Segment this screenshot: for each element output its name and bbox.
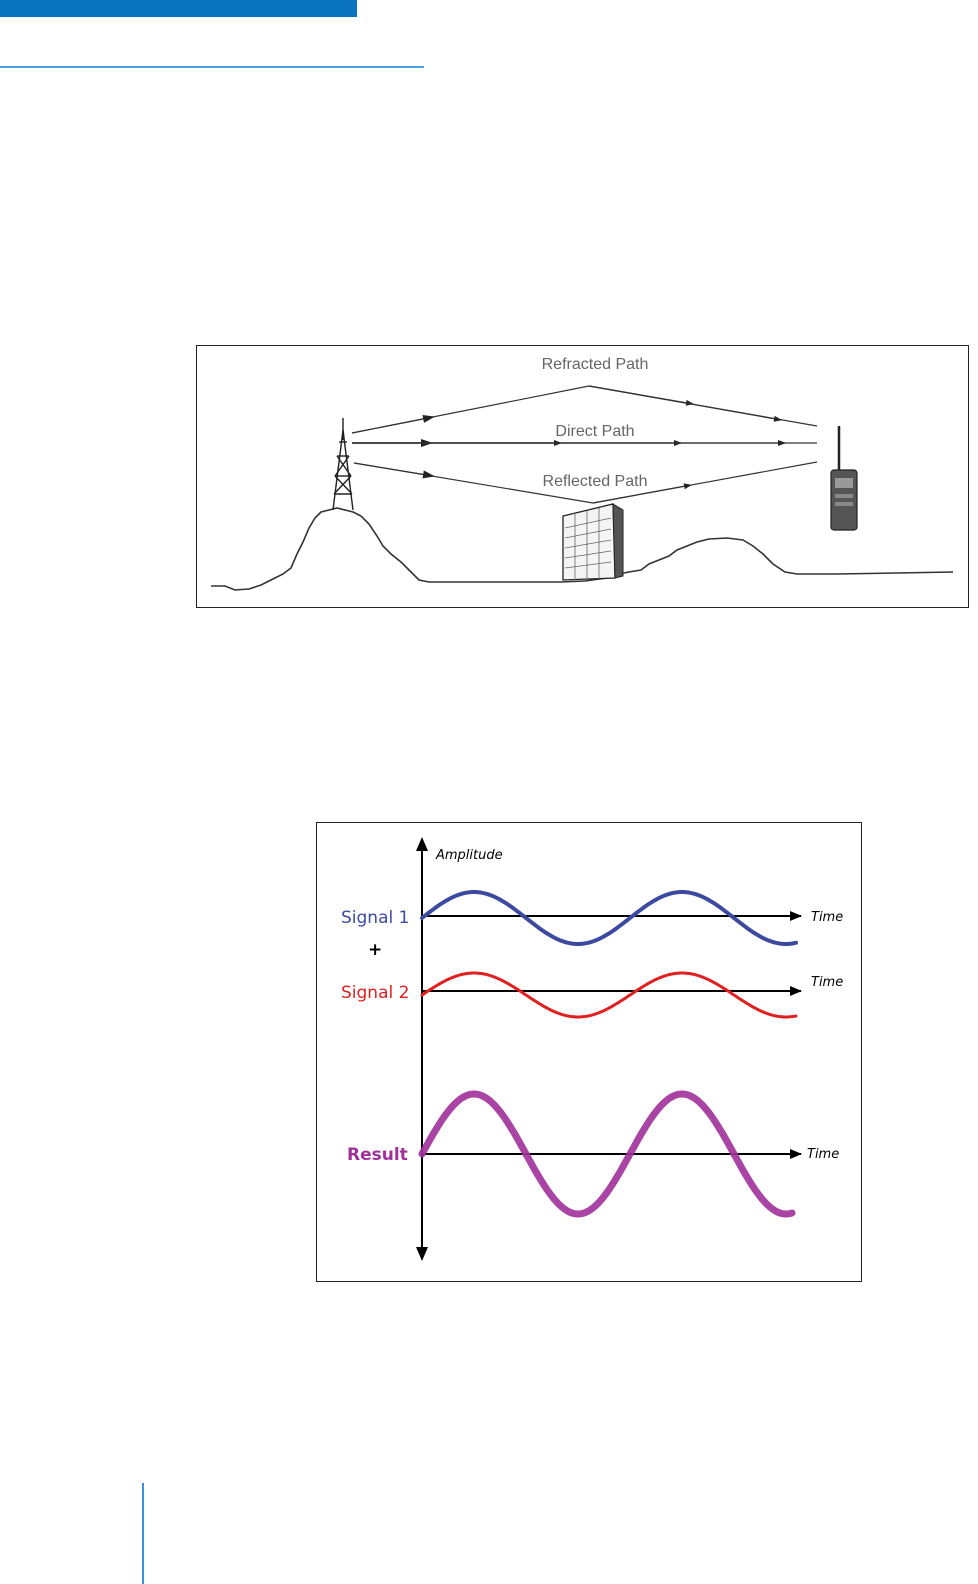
building-icon <box>563 504 623 580</box>
header-rule <box>0 66 424 68</box>
amplitude-axis-arrow-up <box>416 837 428 851</box>
amplitude-axis-arrow-down <box>416 1247 428 1261</box>
signal-1-label: Signal 1 <box>341 908 409 928</box>
time-label-signal-2: Time <box>811 975 843 990</box>
plus-sign: + <box>368 940 382 960</box>
reflected-path-label: Reflected Path <box>543 473 648 490</box>
propagation-diagram: Refracted Path Direct Path Reflected Pat… <box>197 346 968 607</box>
signal-diagram: Amplitude Time Time Time Signal 1 + Sign… <box>317 823 861 1281</box>
header-accent-bar <box>0 0 357 17</box>
transmitter-tower-icon <box>333 418 353 510</box>
direct-path-label: Direct Path <box>555 423 634 440</box>
handheld-radio-icon <box>831 426 857 530</box>
signal-superposition-figure: Amplitude Time Time Time Signal 1 + Sign… <box>316 822 862 1282</box>
propagation-figure: Refracted Path Direct Path Reflected Pat… <box>196 345 969 608</box>
result-label: Result <box>347 1145 408 1165</box>
signal-2-wave <box>422 973 796 1017</box>
page-margin-line <box>142 1483 144 1584</box>
signal-1-wave <box>422 892 796 944</box>
refracted-path-label: Refracted Path <box>542 356 649 373</box>
time-label-result: Time <box>807 1147 839 1162</box>
signal-2-label: Signal 2 <box>341 983 409 1003</box>
amplitude-axis-label: Amplitude <box>435 848 503 863</box>
time-label-signal-1: Time <box>811 910 843 925</box>
